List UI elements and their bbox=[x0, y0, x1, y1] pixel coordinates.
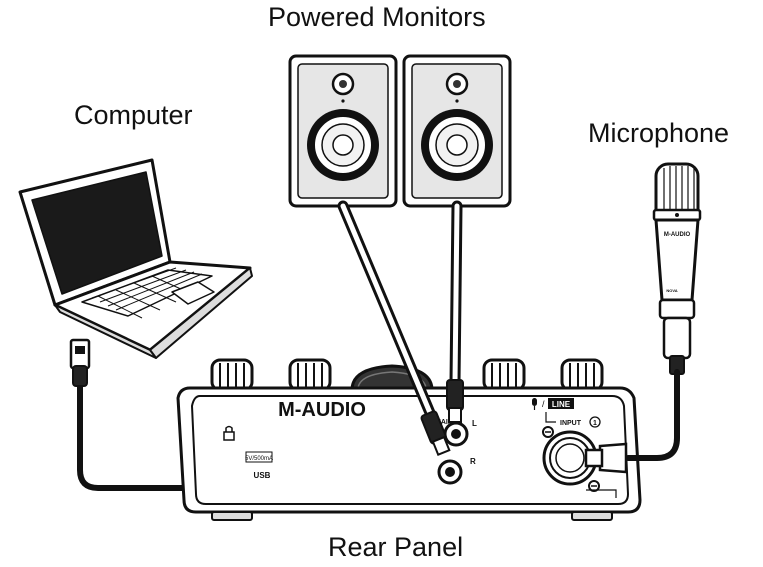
svg-text:/: / bbox=[542, 399, 545, 409]
microphone-label: Microphone bbox=[588, 118, 730, 148]
main-output-label: MAIN bbox=[435, 419, 453, 426]
computer-label: Computer bbox=[74, 100, 193, 130]
line-badge-text: LINE bbox=[552, 400, 571, 409]
brand-logo-text: M-AUDIO bbox=[278, 399, 366, 421]
microphone-cable bbox=[584, 369, 680, 474]
lock-icon bbox=[223, 425, 235, 441]
laptop-illustration bbox=[18, 158, 253, 359]
left-monitor-illustration bbox=[288, 54, 398, 208]
input-number-label: 1 bbox=[593, 420, 597, 427]
left-monitor-cable bbox=[337, 200, 451, 456]
power-spec-text: 5V/500mA bbox=[245, 456, 273, 462]
combo-input-jack[interactable] bbox=[542, 426, 600, 492]
microphone-illustration: M-AUDIO NOVA bbox=[652, 162, 702, 375]
mic-brand-text: M-AUDIO bbox=[664, 232, 691, 238]
output-l-label: L bbox=[472, 419, 477, 428]
microphone-small-icon bbox=[532, 398, 537, 410]
audio-interface-illustration: M-AUDIO 5V/500mA USB MAIN L R bbox=[176, 358, 642, 521]
usb-port-label: USB bbox=[254, 471, 271, 480]
right-monitor-cable bbox=[446, 200, 464, 423]
right-monitor-illustration bbox=[402, 54, 512, 208]
rear-panel-label: Rear Panel bbox=[328, 532, 464, 562]
powered-monitors-label: Powered Monitors bbox=[268, 2, 486, 32]
output-r-label: R bbox=[470, 457, 476, 466]
mic-model-text: NOVA bbox=[666, 288, 677, 293]
input-label: INPUT bbox=[560, 420, 582, 427]
